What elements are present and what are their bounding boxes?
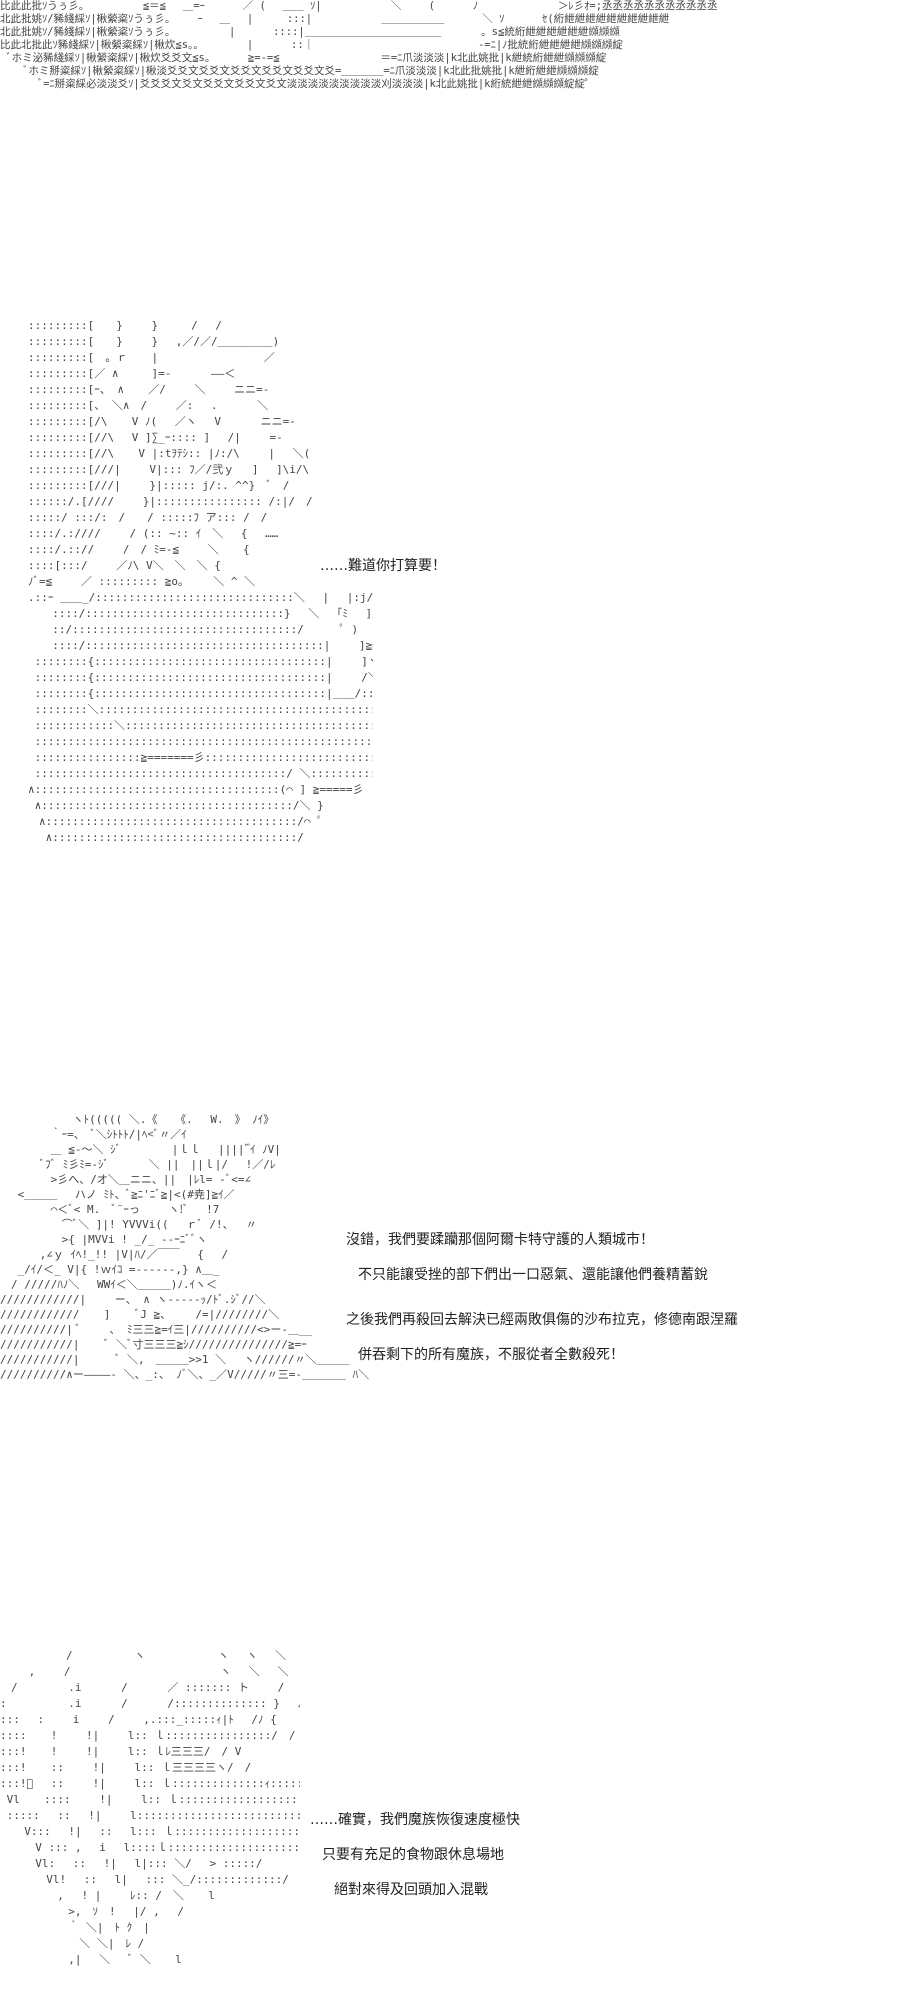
dialogue-line-5: 併吞剩下的所有魔族，不服從者全數殺死！	[358, 1347, 624, 1363]
dialogue-line-2: 沒錯，我們要蹂躪那個阿爾卡特守護的人類城市！	[346, 1232, 654, 1248]
ascii-art-top-banner: 比此此批ｿうぅ彡。 ≦＝≦ ＿=ｰ ／ ( ＿＿ ｿ| ＼ ( ﾉ ＞ﾚ彡ｵ=;…	[0, 0, 718, 90]
dialogue-line-4: 之後我們再殺回去解決已經兩敗俱傷的沙布拉克，修德南跟涅羅	[346, 1312, 738, 1328]
dialogue-line-1: ……難道你打算要！	[320, 558, 446, 574]
dialogue-line-6: ……確實，我們魔族恢復速度極快	[310, 1812, 520, 1828]
ascii-art-figure-3: / ヽ ヽ ヽ ＼ , / ヽ ＼ ＼ / .i / ／ ::::::: ト /…	[0, 1649, 300, 1966]
ascii-art-figure-2: ヽﾄ((((( ＼.《 《. W. 》 ﾉｲ》 ｀ｰ=、 ﾞ＼ｼﾄﾄﾄ/|ﾍ<ﾞ…	[0, 1113, 370, 1381]
ascii-art-figure-1: :::::::::[ } } / / :::::::::[ } } ,／/／/＿…	[28, 319, 373, 844]
dialogue-line-3: 不只能讓受挫的部下們出一口惡氣、還能讓他們養精蓄銳	[358, 1267, 708, 1283]
dialogue-line-7: 只要有充足的食物跟休息場地	[322, 1847, 504, 1863]
dialogue-line-8: 絕對來得及回頭加入混戰	[334, 1882, 488, 1898]
